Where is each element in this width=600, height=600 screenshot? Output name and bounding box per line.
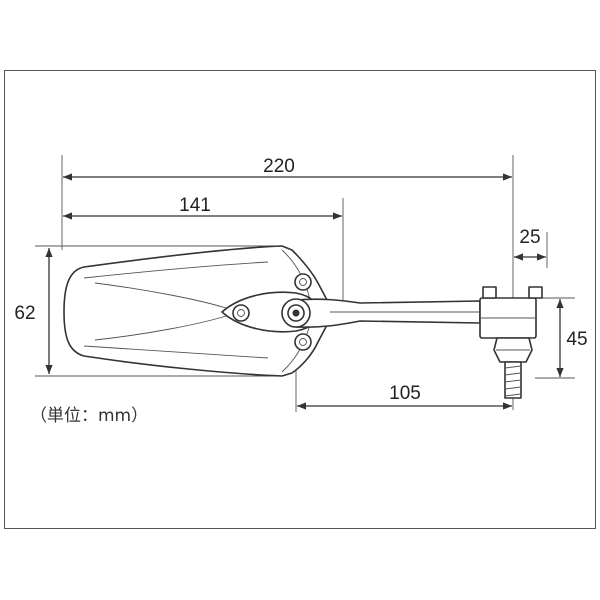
head-screws (232, 273, 312, 351)
dim-45-label: 45 (566, 329, 587, 350)
dim-25-label: 25 (519, 227, 540, 248)
dim-220-label: 220 (263, 156, 295, 177)
dim-62-label: 62 (14, 303, 35, 324)
dimension-lines (45, 173, 564, 410)
dim-105-label: 105 (389, 383, 421, 404)
mount-clamp (479, 286, 543, 399)
extension-lines (35, 155, 575, 412)
dim-141-label: 141 (179, 195, 211, 216)
unit-note: （単位：mm） (30, 406, 148, 426)
